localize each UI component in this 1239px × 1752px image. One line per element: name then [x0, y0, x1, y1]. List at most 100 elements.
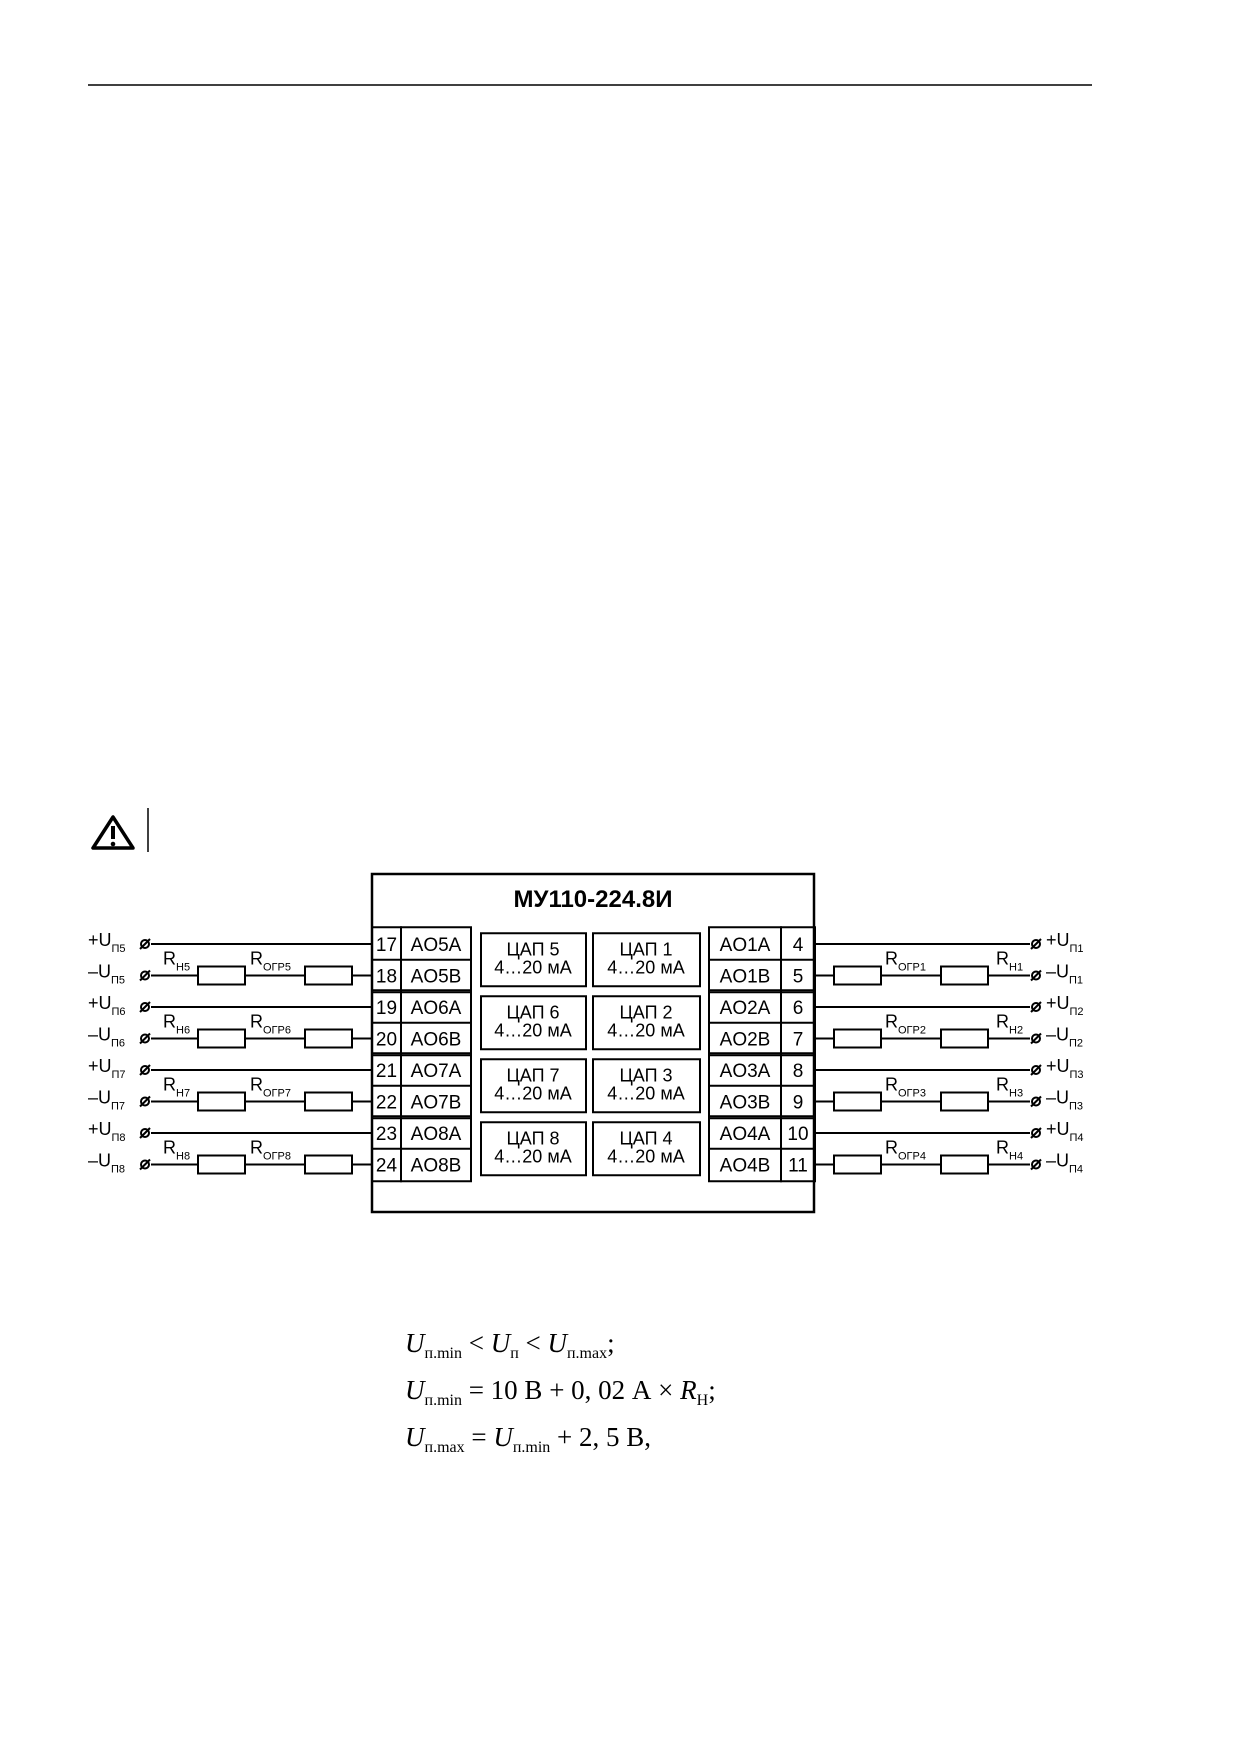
load-resistor-label: RН4: [996, 1138, 1023, 1163]
load-resistor-label: RН7: [163, 1075, 190, 1100]
supply-terminal-icon-slash: [139, 1001, 151, 1013]
terminal-name: AO1B: [720, 967, 771, 988]
terminal-number: 4: [793, 935, 804, 956]
terminal-name: AO7B: [411, 1093, 462, 1114]
terminal-number: 24: [376, 1156, 398, 1177]
limit-resistor: [833, 1154, 882, 1175]
dac-name: ЦАП 7: [506, 1065, 559, 1085]
terminal-number: 23: [376, 1124, 397, 1145]
supply-terminal-icon-slash: [139, 969, 151, 982]
terminal-name: AO2A: [720, 998, 771, 1019]
load-resistor: [197, 1091, 246, 1112]
terminal-name: AO6B: [411, 1030, 462, 1051]
dac-block: [480, 995, 587, 1051]
supply-label: –UП2: [1046, 1025, 1083, 1050]
supply-formula: Uп.min < Uп < Uп.max; Uп.min = 10 В + 0,…: [405, 1325, 716, 1466]
load-resistor: [940, 1091, 989, 1112]
limit-resistor-label: RОГР8: [250, 1138, 291, 1163]
formula-line-3: Uп.max = Uп.min + 2, 5 В,: [405, 1422, 652, 1456]
limit-resistor: [833, 965, 882, 986]
dac-block: [480, 1058, 587, 1114]
terminal-number: 20: [376, 1030, 397, 1051]
terminal-name: AO4B: [720, 1156, 771, 1177]
limit-resistor-label: RОГР1: [885, 949, 926, 974]
supply-terminal-icon-slash: [139, 1032, 151, 1045]
warning-icon: [91, 815, 135, 850]
supply-terminal-icon-slash: [139, 1158, 151, 1171]
load-resistor-label: RН8: [163, 1138, 190, 1163]
dac-block: [592, 995, 701, 1051]
supply-label: +UП2: [1046, 993, 1084, 1018]
terminal-number: 17: [376, 935, 397, 956]
limit-resistor: [304, 1091, 353, 1112]
terminal-number: 18: [376, 967, 397, 988]
supply-label: +UП7: [88, 1056, 126, 1081]
load-resistor: [940, 1154, 989, 1175]
supply-label: –UП5: [88, 962, 125, 987]
supply-label: +UП1: [1046, 930, 1084, 955]
dac-range: 4…20 мА: [607, 1020, 684, 1040]
terminal-name: AO6A: [411, 998, 462, 1019]
load-resistor-label: RН6: [163, 1012, 190, 1037]
limit-resistor-label: RОГР7: [250, 1075, 291, 1100]
load-resistor: [197, 965, 246, 986]
limit-resistor-label: RОГР2: [885, 1012, 926, 1037]
limit-resistor-label: RОГР6: [250, 1012, 291, 1037]
formula-line-2: Uп.min = 10 В + 0, 02 А × RН;: [405, 1375, 716, 1409]
dac-block: [592, 1058, 701, 1114]
terminal-number: 11: [788, 1156, 808, 1177]
supply-terminal-icon-slash: [139, 938, 151, 950]
dac-range: 4…20 мА: [494, 1083, 571, 1103]
dac-range: 4…20 мА: [607, 1083, 684, 1103]
load-resistor-label: RН3: [996, 1075, 1023, 1100]
terminal-name: AO4A: [720, 1124, 771, 1145]
terminal-name: AO5B: [411, 967, 462, 988]
terminal-name: AO8B: [411, 1156, 462, 1177]
supply-label: –UП7: [88, 1088, 125, 1113]
terminal-number: 22: [376, 1093, 397, 1114]
dac-name: ЦАП 4: [619, 1128, 672, 1148]
dac-range: 4…20 мА: [607, 1146, 684, 1166]
formula-line-1: Uп.min < Uп < Uп.max;: [405, 1328, 615, 1362]
terminal-number: 8: [793, 1061, 804, 1082]
dac-block: [592, 932, 701, 988]
supply-terminal-icon-slash: [1030, 1032, 1042, 1045]
supply-label: +UП4: [1046, 1119, 1084, 1144]
module-title: МУ110-224.8И: [514, 886, 673, 913]
supply-terminal-icon-slash: [139, 1095, 151, 1108]
supply-terminal-icon-slash: [1030, 1095, 1042, 1108]
dac-block: [592, 1121, 701, 1177]
terminal-number: 19: [376, 998, 397, 1019]
terminal-number: 10: [787, 1124, 808, 1145]
load-resistor: [940, 965, 989, 986]
supply-terminal-icon-slash: [1030, 969, 1042, 982]
limit-resistor: [833, 1028, 882, 1049]
terminal-number: 6: [793, 998, 804, 1019]
supply-label: +UП6: [88, 993, 126, 1018]
limit-resistor-label: RОГР4: [885, 1138, 926, 1163]
dac-range: 4…20 мА: [494, 957, 571, 977]
limit-resistor-label: RОГР5: [250, 949, 291, 974]
dac-range: 4…20 мА: [494, 1020, 571, 1040]
terminal-name: AO3A: [720, 1061, 771, 1082]
terminal-number: 5: [793, 967, 804, 988]
load-resistor-label: RН2: [996, 1012, 1023, 1037]
supply-terminal-icon-slash: [1030, 1064, 1042, 1076]
load-resistor: [940, 1028, 989, 1049]
supply-label: +UП5: [88, 930, 126, 955]
load-resistor: [197, 1028, 246, 1049]
supply-label: –UП3: [1046, 1088, 1083, 1113]
limit-resistor: [304, 965, 353, 986]
dac-block: [480, 1121, 587, 1177]
load-resistor: [197, 1154, 246, 1175]
dac-name: ЦАП 6: [506, 1002, 559, 1022]
terminal-name: AO7A: [411, 1061, 462, 1082]
terminal-name: AO1A: [720, 935, 771, 956]
supply-label: +UП8: [88, 1119, 126, 1144]
supply-terminal-icon-slash: [1030, 1127, 1042, 1139]
terminal-number: 9: [793, 1093, 804, 1114]
supply-terminal-icon-slash: [1030, 938, 1042, 950]
supply-label: –UП6: [88, 1025, 125, 1050]
limit-resistor: [833, 1091, 882, 1112]
